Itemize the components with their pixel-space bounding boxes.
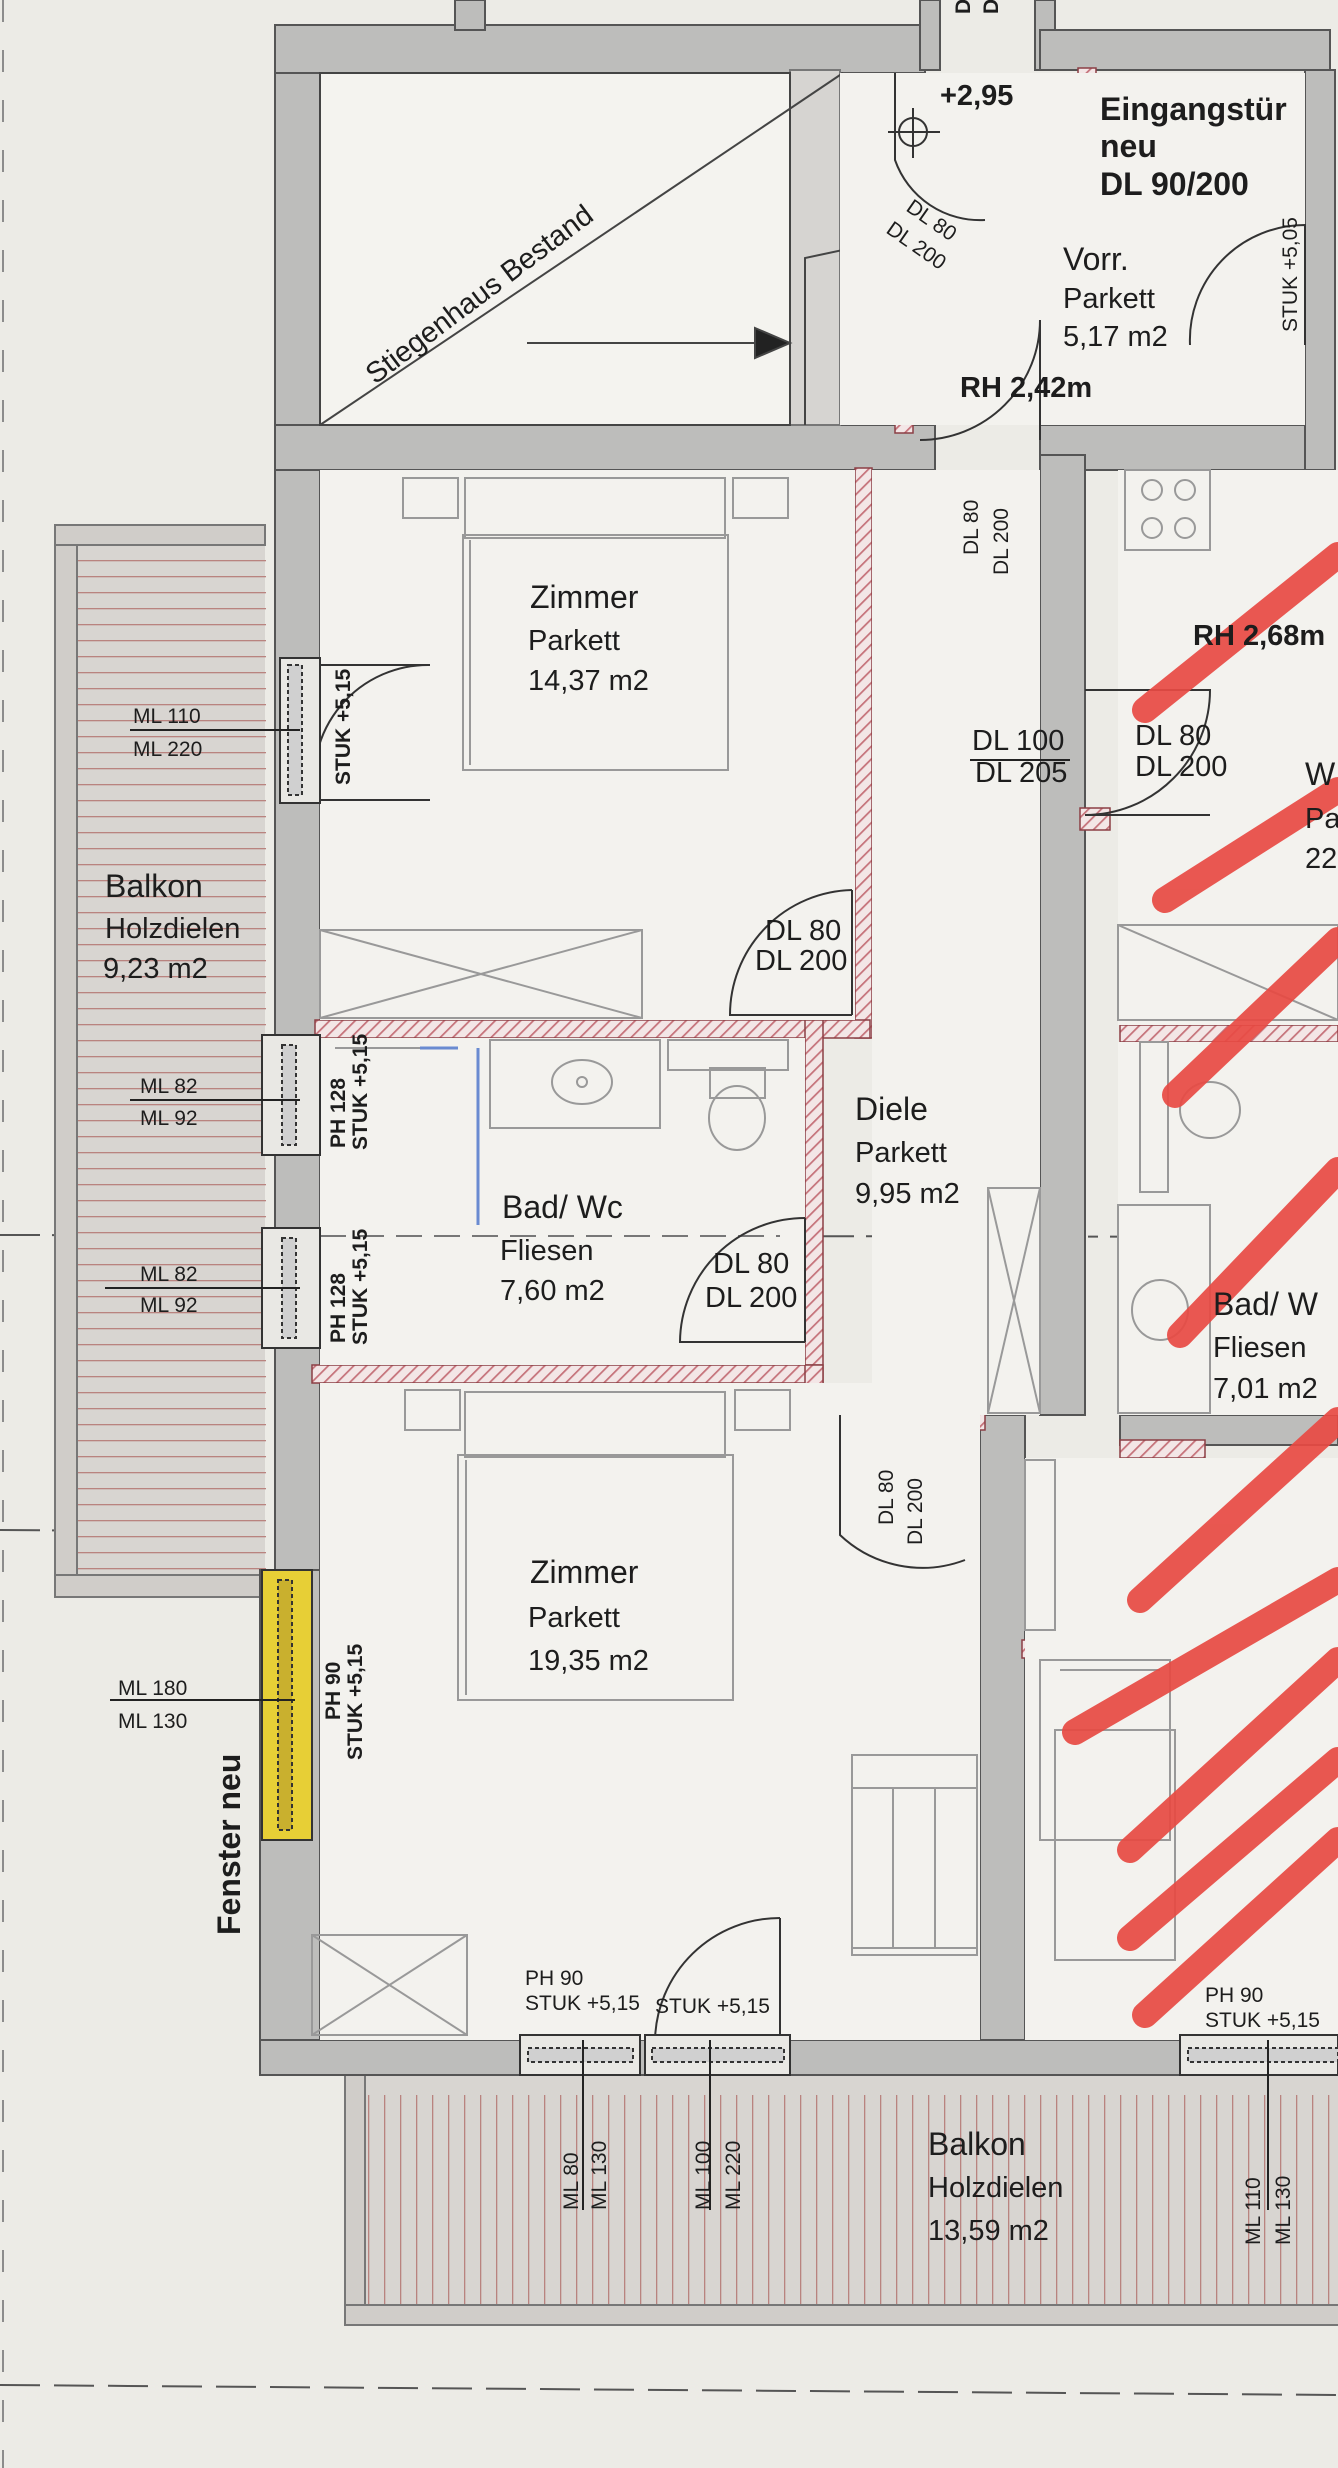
- balkon-left-title: Balkon: [105, 868, 203, 904]
- balkon-bottom-win3-h: ML 130: [1272, 2176, 1295, 2245]
- right-fixtures: [1024, 469, 1338, 1961]
- right-door-h: DL 200: [1135, 751, 1227, 783]
- zimmer2-window-ph: PH 90: [322, 1662, 345, 1720]
- balkon-bottom-floor: Holzdielen: [928, 2172, 1063, 2204]
- right-letter-w: W: [1305, 756, 1336, 792]
- right-bad-name: Bad/ W: [1213, 1286, 1319, 1322]
- balkon-left-floor: Holzdielen: [105, 913, 240, 945]
- zimmer1-door-w: DL 80: [765, 915, 841, 947]
- entry-door-title-1: Eingangstür: [1100, 91, 1287, 127]
- entry-level: +2,95: [940, 80, 1013, 112]
- zimmer2-bottom-stuk: STUK +5,15: [525, 1992, 640, 2015]
- zimmer1-floor: Parkett: [528, 625, 620, 657]
- bed-zimmer2: [311, 1389, 978, 2036]
- top-label-d2: D: [980, 0, 1003, 14]
- zimmer2-door-w: DL 80: [875, 1470, 898, 1525]
- vorr-room-height: RH 2,42m: [960, 372, 1092, 404]
- vorr-name: Vorr.: [1063, 241, 1129, 277]
- balkon-left-area: 9,23 m2: [103, 953, 208, 985]
- door-top-h: DL 200: [990, 508, 1013, 575]
- red-marker-strokes: [1062, 542, 1338, 2028]
- zimmer2-name: Zimmer: [530, 1554, 639, 1590]
- bad-area: 7,60 m2: [500, 1275, 605, 1307]
- balkon-left-win2-h: ML 92: [140, 1107, 198, 1130]
- bad-floor: Fliesen: [500, 1235, 594, 1267]
- bad-name: Bad/ Wc: [502, 1189, 623, 1225]
- zimmer1-window-note: STUK +5,15: [332, 669, 355, 785]
- balkon-bottom-win1-h: ML 130: [588, 2141, 611, 2210]
- zimmer2-bottom-ph: PH 90: [525, 1967, 583, 1990]
- right-num-22: 22: [1305, 843, 1337, 875]
- vorr-area: 5,17 m2: [1063, 321, 1168, 353]
- balcony-bottom: [344, 2074, 1338, 2326]
- zimmer1-door-h: DL 200: [755, 945, 847, 977]
- right-ph: PH 90: [1205, 1984, 1263, 2007]
- bad-window2-stuk: STUK +5,15: [349, 1229, 372, 1345]
- zimmer2-bottom-stuk2: STUK +5,15: [655, 1995, 770, 2018]
- diele-name: Diele: [855, 1091, 928, 1127]
- zimmer2-floor: Parkett: [528, 1602, 620, 1634]
- entry-door-title-2: neu: [1100, 128, 1157, 164]
- right-door-w: DL 80: [1135, 720, 1211, 752]
- bad-window1-stuk: STUK +5,15: [349, 1034, 372, 1150]
- diele-area: 9,95 m2: [855, 1178, 960, 1210]
- diele-floor: Parkett: [855, 1137, 947, 1169]
- zimmer2-area: 19,35 m2: [528, 1645, 649, 1677]
- bad-window2-ph: PH 128: [327, 1273, 350, 1343]
- balkon-bottom-win1-w: ML 80: [560, 2152, 583, 2210]
- room-floors: [320, 73, 1338, 2040]
- balkon-left-win3-h: ML 92: [140, 1294, 198, 1317]
- right-room-height: RH 2,68m: [1193, 620, 1325, 652]
- zimmer1-area: 14,37 m2: [528, 665, 649, 697]
- fenster-label: Fenster neu: [211, 1754, 247, 1935]
- balcony-left: [54, 524, 266, 1598]
- door-top-w: DL 80: [960, 500, 983, 555]
- balkon-bottom-title: Balkon: [928, 2126, 1026, 2162]
- vorr-floor: Parkett: [1063, 283, 1155, 315]
- right-bad-area: 7,01 m2: [1213, 1373, 1318, 1405]
- bad-door-w: DL 80: [713, 1248, 789, 1280]
- balkon-bottom-win2-h: ML 220: [722, 2141, 745, 2210]
- balkon-left-win3-w: ML 82: [140, 1263, 198, 1286]
- dimension-lines: [105, 729, 1269, 2210]
- zimmer2-door-h: DL 200: [904, 1478, 927, 1545]
- balkon-bottom-area: 13,59 m2: [928, 2215, 1049, 2247]
- bad-door-h: DL 200: [705, 1282, 797, 1314]
- zimmer1-name: Zimmer: [530, 579, 639, 615]
- balkon-bottom-win2-w: ML 100: [692, 2141, 715, 2210]
- balkon-left-win2-w: ML 82: [140, 1075, 198, 1098]
- bad-window1-ph: PH 128: [327, 1078, 350, 1148]
- windows: [261, 657, 1338, 2076]
- stairwell: [319, 72, 844, 426]
- vorr-side-note: STUK +5,05: [1279, 217, 1302, 332]
- right-letter-pa: Pa: [1305, 803, 1338, 835]
- balkon-left-win1-h: ML 220: [133, 738, 202, 761]
- fenster-w: ML 180: [118, 1677, 187, 1700]
- diele-door-h: DL 205: [975, 757, 1067, 789]
- balkon-left-win1-w: ML 110: [133, 705, 201, 728]
- diele-door-w: DL 100: [972, 725, 1064, 757]
- entry-door-spec: DL 90/200: [1100, 166, 1249, 202]
- fenster-h: ML 130: [118, 1710, 187, 1733]
- balkon-bottom-win3-w: ML 110: [1242, 2177, 1265, 2245]
- zimmer2-window-stuk: STUK +5,15: [344, 1644, 367, 1760]
- bathroom-fixtures: [320, 1039, 789, 1237]
- diele-wardrobe: [987, 1187, 1041, 1414]
- top-label-d1: D: [952, 0, 975, 14]
- right-bad-floor: Fliesen: [1213, 1332, 1307, 1364]
- bed-zimmer1: [319, 477, 789, 1019]
- right-stuk: STUK +5,15: [1205, 2009, 1320, 2032]
